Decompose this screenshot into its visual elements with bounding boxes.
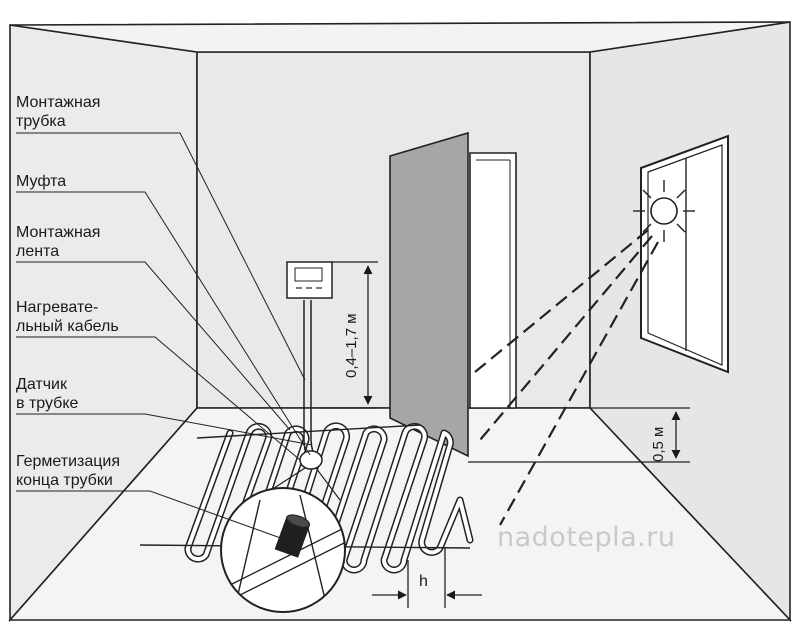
door-leaf: [389, 131, 469, 458]
label-mounting-tube-line1: Монтажная: [16, 94, 101, 111]
label-mounting-tape: Монтажная лента: [16, 223, 100, 261]
label-mounting-tube: Монтажная трубка: [16, 93, 100, 131]
sensor-tube: [299, 300, 323, 470]
label-mounting-tape-line1: Монтажная: [16, 224, 101, 241]
label-tube-end-sealing: Герметизация конца трубки: [16, 452, 120, 490]
label-coupling: Муфта: [16, 173, 67, 190]
label-heating-cable: Нагревате- льный кабель: [16, 298, 119, 336]
dim-thermostat-height: [320, 261, 378, 409]
dim-thermostat-height-text: 0,4–1,7 м: [343, 313, 360, 378]
sun-rays: [474, 229, 659, 526]
ceiling: [9, 21, 791, 53]
door-frame: [469, 152, 517, 409]
door: [389, 131, 517, 458]
sun-icon: [633, 180, 695, 242]
window: [633, 134, 729, 374]
leader-lines: [16, 132, 313, 546]
tube-seal-point: [299, 450, 323, 470]
dim-cable-step-text: h: [419, 573, 428, 590]
dim-window-clearance-text: 0,5 м: [650, 426, 667, 462]
watermark: nadotepla.ru: [497, 522, 676, 553]
sealed-tube-end: [274, 514, 311, 558]
label-heating-cable-line1: Нагревате-: [16, 299, 99, 316]
label-sealing-line1: Герметизация: [16, 453, 121, 470]
label-sealing-line2: конца трубки: [16, 472, 113, 489]
label-sensor-line1: Датчик: [16, 376, 67, 393]
label-sensor-line2: в трубке: [16, 395, 79, 412]
dim-window-clearance: [468, 407, 690, 463]
label-mounting-tape-line2: лента: [16, 243, 60, 260]
magnifier-detail: [220, 467, 346, 613]
label-mounting-tube-line2: трубка: [16, 113, 66, 130]
thermostat: [286, 261, 333, 299]
dim-cable-step: [372, 548, 482, 608]
label-sensor-in-tube: Датчик в трубке: [16, 375, 78, 413]
label-heating-cable-line2: льный кабель: [16, 318, 119, 335]
